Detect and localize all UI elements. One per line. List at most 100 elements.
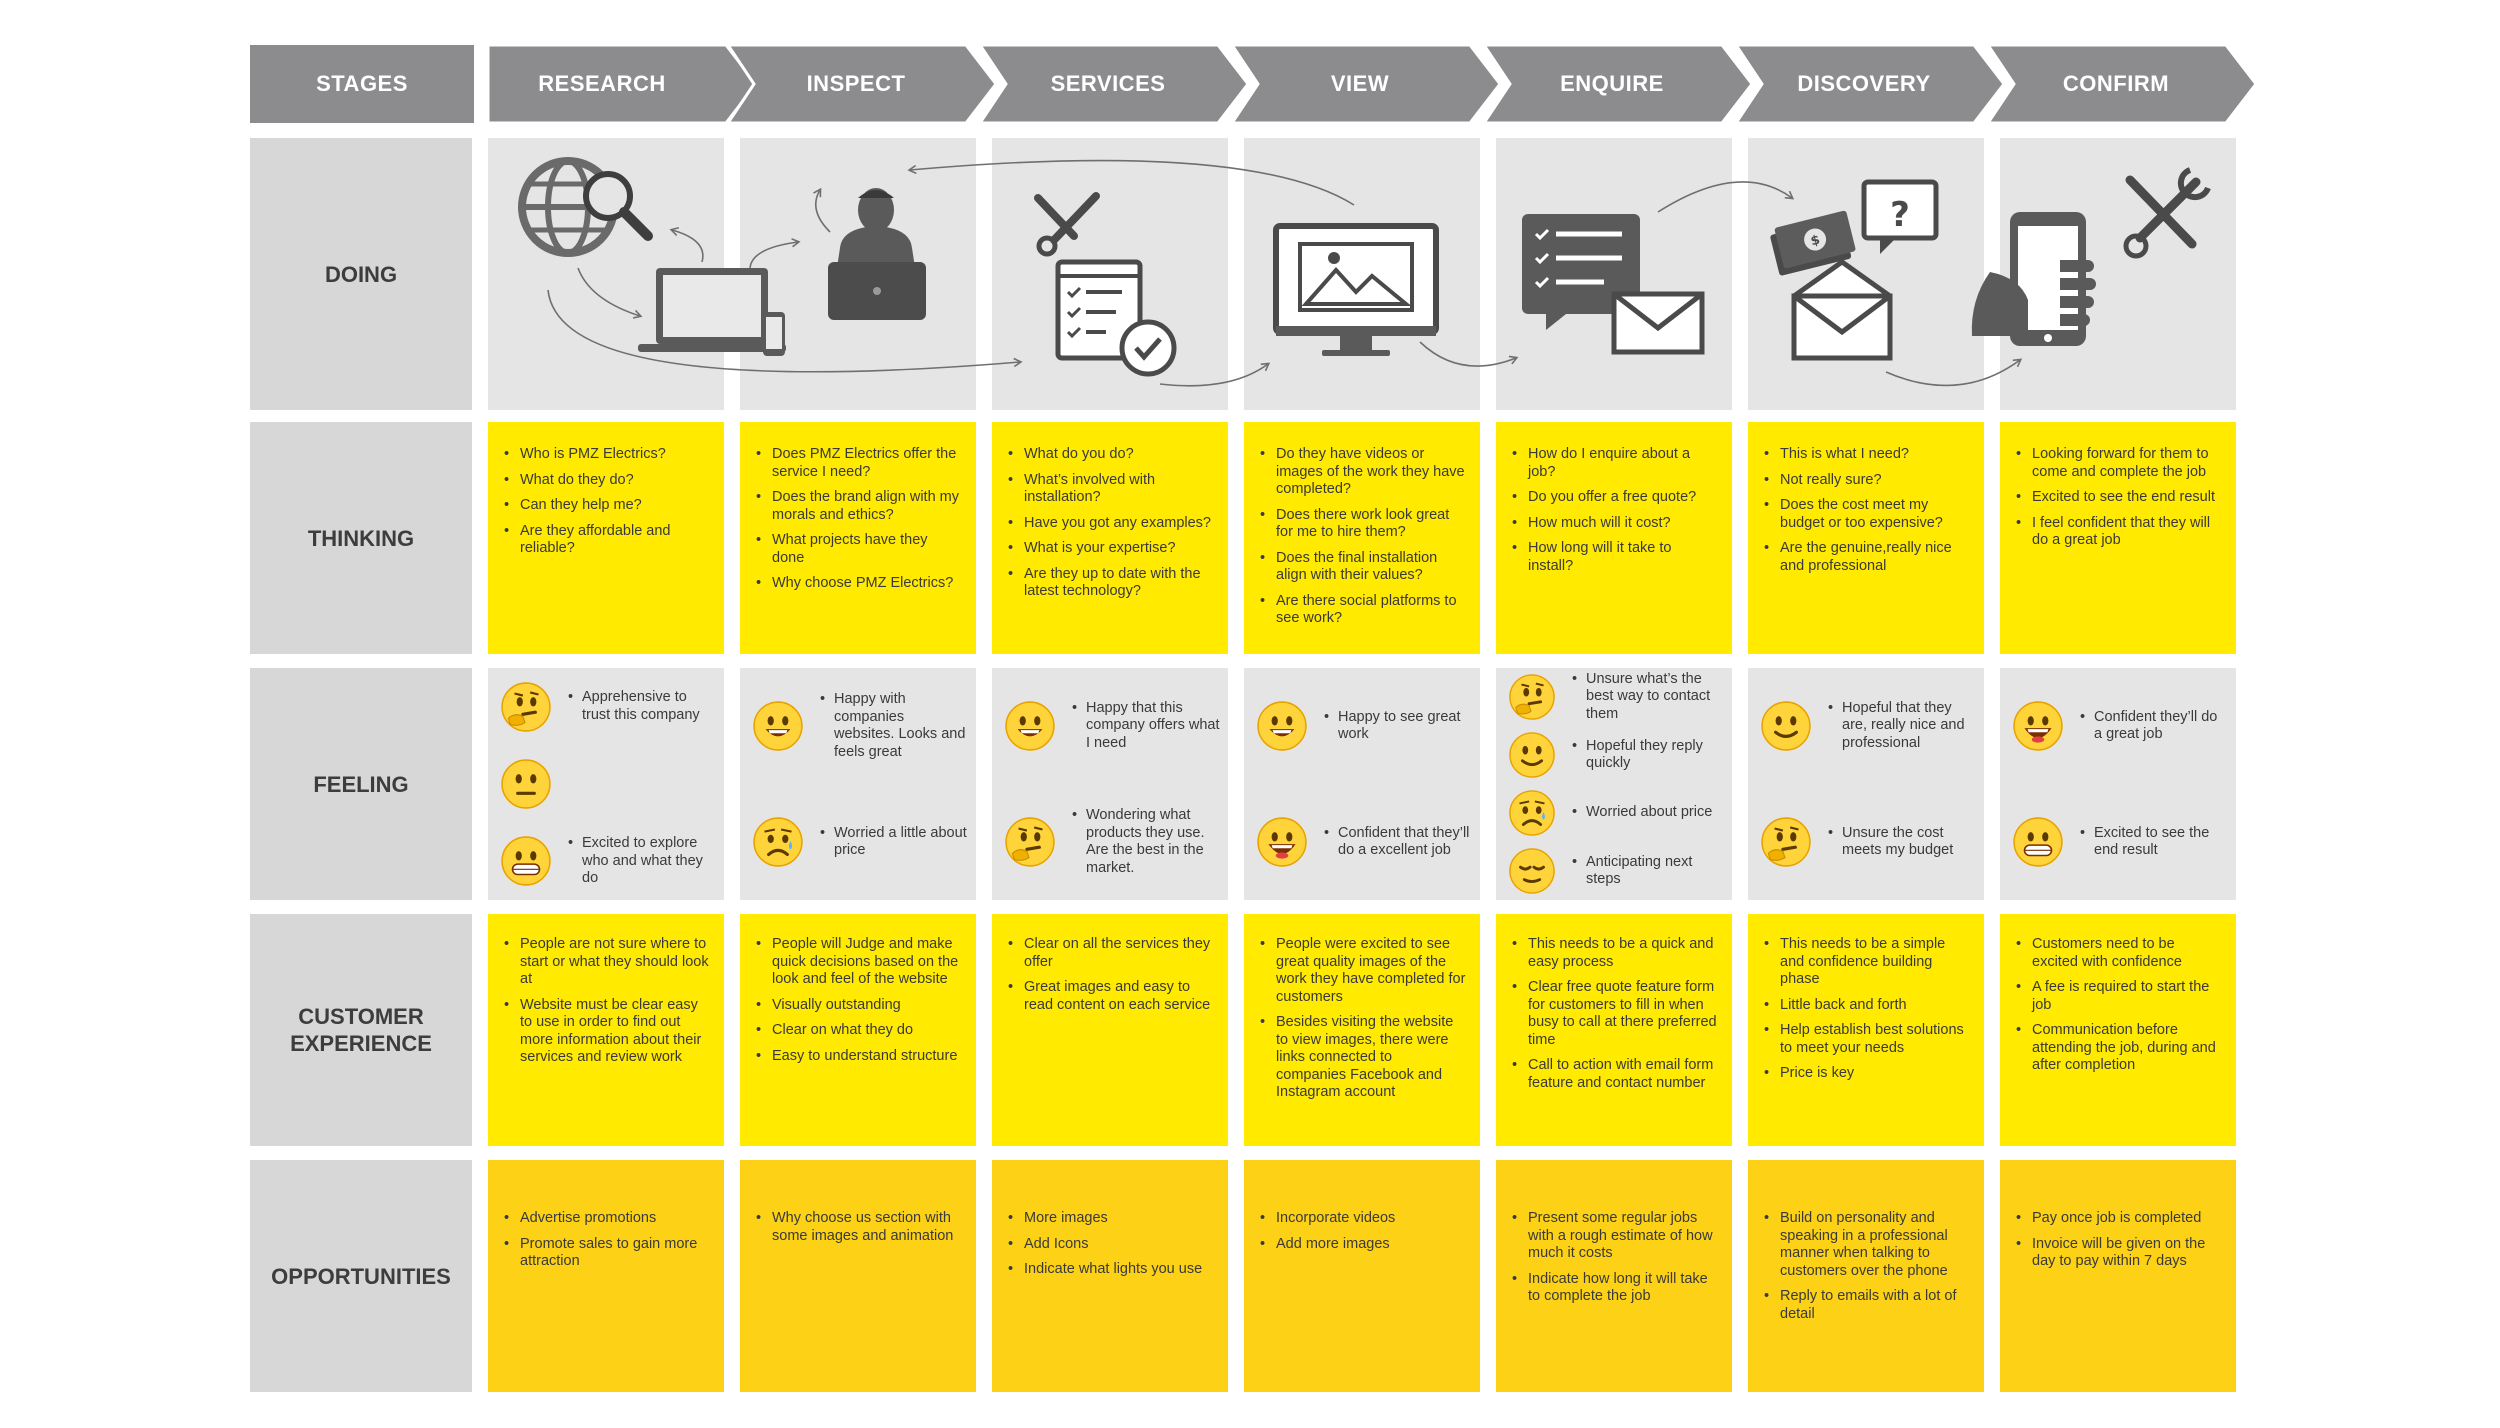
grin-face-icon	[501, 836, 551, 887]
stages-label-box: STAGES	[250, 45, 474, 123]
customer-experience-cell-enquire: This needs to be a quick and easy proces…	[1496, 914, 1732, 1146]
row-label-feeling: FEELING	[250, 668, 472, 900]
svg-text:?: ?	[1890, 195, 1910, 235]
feeling-item: Hopeful that they are, really nice and p…	[1760, 668, 1976, 784]
stage-chevron-view: VIEW	[1232, 45, 1500, 123]
relieved-face-icon	[1509, 848, 1555, 894]
customer-experience-list: People will Judge and make quick decisio…	[740, 914, 976, 1065]
stages-label: STAGES	[316, 71, 408, 96]
list-item: Are they affordable and reliable?	[502, 523, 710, 558]
stage-chevron-inspect: INSPECT	[728, 45, 996, 123]
feeling-item: Apprehensive to trust this company	[500, 668, 716, 745]
feeling-item: Unsure what’s the best way to contact th…	[1508, 668, 1724, 726]
excited-face-icon	[2013, 701, 2063, 751]
list-item: Call to action with email form feature a…	[1510, 1057, 1718, 1092]
list-item: Does PMZ Electrics offer the service I n…	[754, 446, 962, 481]
feeling-text: Anticipating next steps	[1570, 854, 1724, 889]
customer-experience-cell-confirm: Customers need to be excited with confid…	[2000, 914, 2236, 1146]
customer-experience-cell-inspect: People will Judge and make quick decisio…	[740, 914, 976, 1146]
opportunities-list: Build on personality and speaking in a p…	[1748, 1160, 1984, 1323]
list-item: Are the genuine,really nice and professi…	[1762, 540, 1970, 575]
stage-label-view: VIEW	[1330, 71, 1390, 96]
list-item: Incorporate videos	[1258, 1210, 1466, 1228]
thinking-list: What do you do?What’s involved with inst…	[992, 422, 1228, 601]
thinking-cell-research: Who is PMZ Electrics?What do they do?Can…	[488, 422, 724, 654]
feeling-cell-discovery: Hopeful that they are, really nice and p…	[1748, 668, 1984, 900]
row-label-text: THINKING	[307, 525, 415, 551]
thinking-cell-discovery: This is what I need?Not really sure?Does…	[1748, 422, 1984, 654]
feeling-text: Hopeful that they are, really nice and p…	[1826, 700, 1976, 753]
row-label-text: DOING	[324, 261, 398, 287]
money-question-icon: ? $	[1770, 179, 1939, 361]
list-item: Easy to understand structure	[754, 1048, 962, 1066]
stage-label-inspect: INSPECT	[806, 71, 906, 96]
stage-label-discovery: DISCOVERY	[1797, 71, 1931, 96]
feeling-item: Confident that they’ll do a excellent jo…	[1256, 784, 1472, 900]
feeling-item	[500, 745, 716, 822]
feeling-item: Confident they’ll do a great job	[2012, 668, 2228, 784]
stage-chevron-discovery: DISCOVERY	[1736, 45, 2004, 123]
feeling-text: Unsure the cost meets my budget	[1826, 825, 1976, 860]
thinking-cell-services: What do you do?What’s involved with inst…	[992, 422, 1228, 654]
thinking-face-icon	[1005, 817, 1055, 867]
thinking-face-icon	[1761, 817, 1811, 867]
stage-chevron-enquire: ENQUIRE	[1484, 45, 1752, 123]
list-item: Are they up to date with the latest tech…	[1006, 566, 1214, 601]
chevron-shape	[1988, 45, 2256, 123]
list-item: What do they do?	[502, 472, 710, 490]
feeling-text: Confident that they’ll do a excellent jo…	[1322, 825, 1472, 860]
customer-experience-list: This needs to be a simple and confidence…	[1748, 914, 1984, 1083]
opportunities-cell-view: Incorporate videosAdd more images	[1244, 1160, 1480, 1392]
list-item: Great images and easy to read content on…	[1006, 979, 1214, 1014]
customer-experience-list: People are not sure where to start or wh…	[488, 914, 724, 1067]
monitor-image-icon	[1273, 223, 1439, 356]
stage-label-research: RESEARCH	[538, 71, 666, 96]
feeling-item: Wondering what products they use. Are th…	[1004, 784, 1220, 900]
neutral-face-icon	[501, 759, 551, 809]
grin-face-icon	[2013, 817, 2063, 867]
feeling-item: Happy to see great work	[1256, 668, 1472, 784]
chevron-shape	[728, 45, 996, 123]
happy-face-icon	[1005, 701, 1055, 751]
feeling-item: Worried about price	[1508, 784, 1724, 842]
stage-chevron-confirm: CONFIRM	[1988, 45, 2256, 123]
row-label-text: OPPORTUNITIES	[271, 1263, 451, 1289]
list-item: This needs to be a quick and easy proces…	[1510, 936, 1718, 971]
feeling-text: Unsure what’s the best way to contact th…	[1570, 671, 1724, 724]
customer-experience-list: Clear on all the services they offerGrea…	[992, 914, 1228, 1014]
customer-experience-list: People were excited to see great quality…	[1244, 914, 1480, 1102]
list-item: People are not sure where to start or wh…	[502, 936, 710, 989]
feeling-text: Confident they’ll do a great job	[2078, 709, 2228, 744]
feeling-cell-confirm: Confident they’ll do a great jobExcited …	[2000, 668, 2236, 900]
row-label-text: FEELING	[313, 771, 409, 797]
opportunities-cell-confirm: Pay once job is completedInvoice will be…	[2000, 1160, 2236, 1392]
list-item: Little back and forth	[1762, 997, 1970, 1015]
list-item: Have you got any examples?	[1006, 515, 1214, 533]
list-item: Clear free quote feature form for custom…	[1510, 979, 1718, 1049]
feeling-text: Happy that this company offers what I ne…	[1070, 700, 1220, 753]
list-item: What projects have they done	[754, 532, 962, 567]
list-item: Does there work look great for me to hir…	[1258, 507, 1466, 542]
doing-illustrations: ? $	[518, 157, 2211, 387]
smile-face-icon	[1761, 701, 1811, 751]
feeling-cell-enquire: Unsure what’s the best way to contact th…	[1496, 668, 1732, 900]
list-item: Not really sure?	[1762, 472, 1970, 490]
stage-chevron-research: RESEARCH	[488, 45, 756, 123]
row-label-text: CUSTOMER EXPERIENCE	[290, 1004, 432, 1056]
feeling-cell-research: Apprehensive to trust this companyExcite…	[488, 668, 724, 900]
opportunities-cell-discovery: Build on personality and speaking in a p…	[1748, 1160, 1984, 1392]
feeling-item: Unsure the cost meets my budget	[1760, 784, 1976, 900]
feeling-item: Hopeful they reply quickly	[1508, 726, 1724, 784]
thinking-list: Do they have videos or images of the wor…	[1244, 422, 1480, 628]
stage-chevron-services: SERVICES	[980, 45, 1248, 123]
list-item: Visually outstanding	[754, 997, 962, 1015]
customer-experience-cell-research: People are not sure where to start or wh…	[488, 914, 724, 1146]
laptop-icon	[638, 268, 786, 356]
list-item: More images	[1006, 1210, 1214, 1228]
svg-text:$: $	[1809, 233, 1821, 250]
opportunities-cell-research: Advertise promotionsPromote sales to gai…	[488, 1160, 724, 1392]
feeling-cell-services: Happy that this company offers what I ne…	[992, 668, 1228, 900]
form-email-icon	[1522, 214, 1705, 355]
feeling-item: Happy with companies websites. Looks and…	[752, 668, 968, 784]
list-item: Do you offer a free quote?	[1510, 489, 1718, 507]
